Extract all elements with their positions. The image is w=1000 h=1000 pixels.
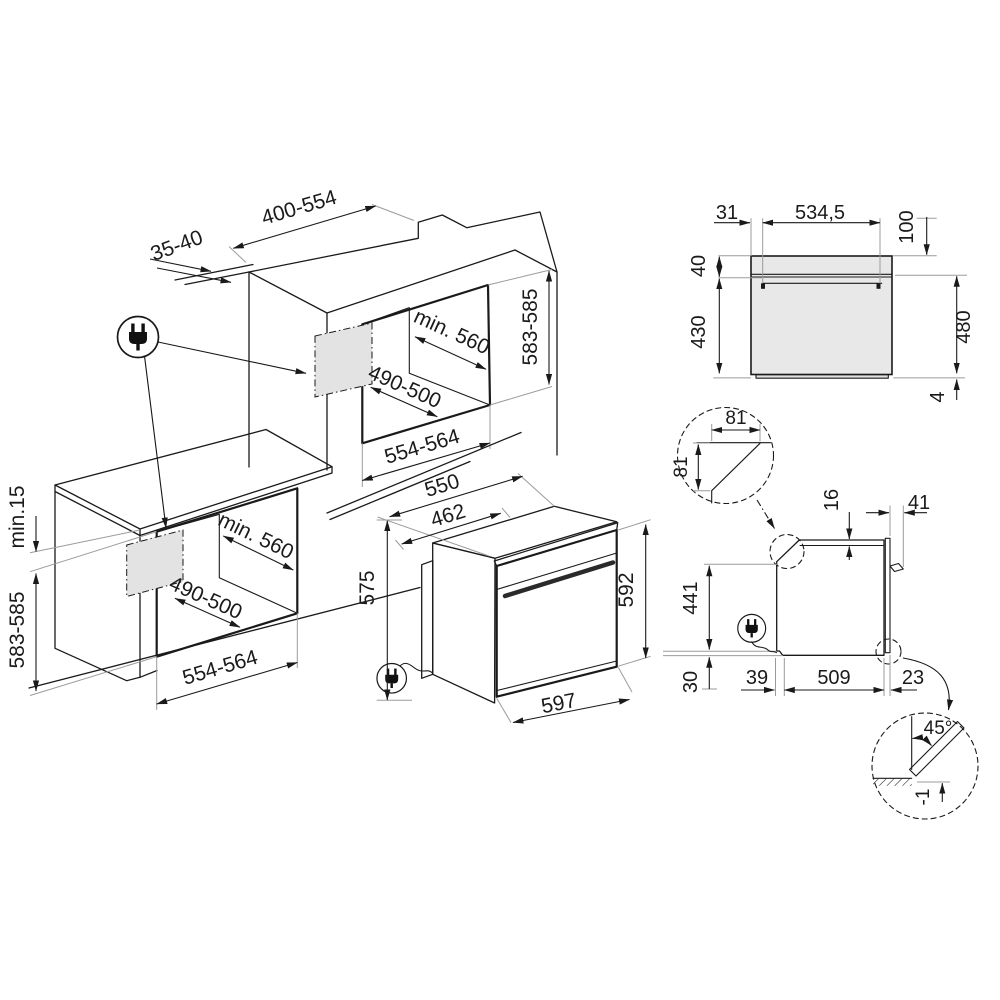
dim-rear-top-distance: 100 bbox=[896, 210, 918, 243]
dim-oven-body-height: 575 bbox=[356, 570, 379, 605]
dim-side-handle-depth: 41 bbox=[908, 492, 930, 514]
dim-column-height: 583-585 bbox=[519, 288, 542, 365]
dim-chamfer-width: 81 bbox=[725, 408, 746, 429]
dim-column-top-width: 400-554 bbox=[259, 186, 340, 230]
dim-chamfer-height: 81 bbox=[671, 456, 692, 477]
dim-side-base-depth: 509 bbox=[817, 667, 850, 689]
power-plug-icon bbox=[116, 315, 160, 359]
dim-base-depth: min. 560 bbox=[215, 508, 297, 564]
column-installation-view: 400-554 35-40 min. 560 490-500 554-564 5… bbox=[116, 186, 558, 529]
dim-rear-overall-height: 480 bbox=[953, 310, 975, 343]
dim-rear-bracket-offset: 31 bbox=[716, 202, 738, 224]
corner-45-detail: 45° -1 bbox=[871, 712, 979, 820]
power-plug-icon bbox=[376, 662, 408, 694]
floor-hatch bbox=[873, 778, 912, 786]
chamfer-detail-marker bbox=[769, 533, 805, 570]
dim-rear-foot: 4 bbox=[927, 391, 949, 402]
dim-column-bottom-depth: 490-500 bbox=[365, 361, 445, 413]
dim-oven-body-depth: 462 bbox=[428, 500, 468, 532]
dim-side-door-depth: 23 bbox=[902, 667, 924, 689]
oven-door-handle bbox=[502, 560, 616, 599]
dim-side-top-panel: 16 bbox=[821, 489, 843, 511]
dim-oven-height: 592 bbox=[615, 572, 638, 607]
dim-side-rear-height: 441 bbox=[680, 581, 702, 614]
oven-side-section-view: 81 81 16 41 441 bbox=[663, 406, 954, 711]
dim-corner-offset: -1 bbox=[913, 789, 934, 806]
socket-zone-lower bbox=[126, 529, 184, 598]
dim-base-bottom-depth: 490-500 bbox=[166, 572, 246, 624]
mounting-hooks bbox=[761, 283, 881, 289]
dim-rear-lower-height: 430 bbox=[688, 315, 710, 348]
dim-base-height: 583-585 bbox=[6, 591, 29, 668]
oven-rear-view: 31 534,5 100 40 430 480 4 bbox=[688, 202, 975, 403]
dim-side-bottom-gap: 30 bbox=[680, 671, 702, 693]
tilted-plinth-panel bbox=[908, 720, 965, 777]
dim-oven-depth: 550 bbox=[422, 470, 462, 502]
dim-oven-width: 597 bbox=[539, 689, 578, 718]
power-plug-icon bbox=[737, 613, 767, 643]
socket-zone-upper bbox=[314, 322, 373, 398]
dim-base-top-gap: min.15 bbox=[6, 485, 29, 548]
oven-3d-view: 550 462 575 592 597 bbox=[356, 470, 651, 724]
dim-column-depth: min. 560 bbox=[410, 305, 493, 359]
dim-base-width: 554-564 bbox=[180, 646, 261, 690]
base-installation-view: min.15 583-585 min. 560 490-500 554-564 bbox=[6, 428, 522, 710]
dim-rear-strip-height: 40 bbox=[688, 255, 710, 277]
dim-side-front-gap: 39 bbox=[746, 667, 768, 689]
dim-corner-angle: 45° bbox=[924, 718, 953, 739]
dim-rear-bracket-width: 534,5 bbox=[795, 202, 845, 224]
corner-detail-marker bbox=[875, 638, 902, 665]
chamfer-detail-circle bbox=[676, 406, 775, 505]
dim-column-rear-gap: 35-40 bbox=[148, 226, 206, 266]
